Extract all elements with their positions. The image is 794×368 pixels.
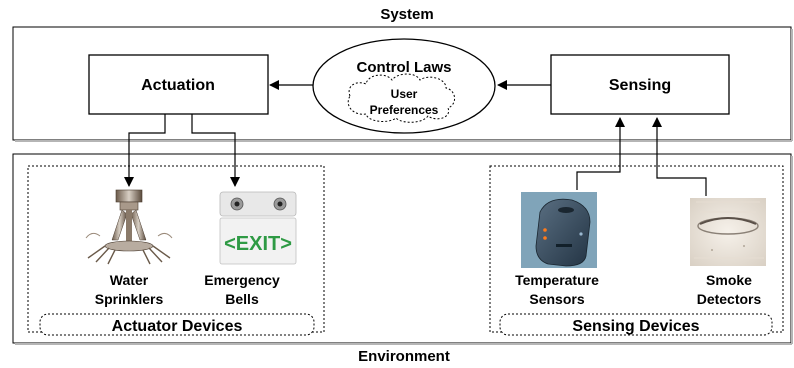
temperature-sensors-line1: Temperature (515, 272, 599, 288)
actuator-devices-label: Actuator Devices (112, 318, 243, 335)
environment-label: Environment (358, 348, 450, 365)
sensing-label: Sensing (609, 77, 671, 94)
arrow-smoke-to-sensing (652, 117, 707, 196)
user-preferences-cloud (347, 73, 455, 123)
actuator-devices-label-box (39, 313, 315, 336)
temperature-sensor-icon (521, 192, 597, 268)
user-preferences-line1: User (391, 87, 418, 101)
sensing-box (550, 54, 730, 115)
actuation-label: Actuation (141, 77, 215, 94)
water-sprinklers-line2: Sprinklers (95, 291, 164, 307)
actuation-box (88, 54, 269, 115)
emergency-bells-line1: Emergency (204, 272, 280, 288)
smoke-detectors-line1: Smoke (706, 272, 752, 288)
arrow-actuation-to-sprinklers (124, 114, 166, 187)
arrow-actuation-to-bells (191, 114, 240, 187)
control-laws-label: Control Laws (356, 59, 451, 76)
emergency-bells-line2: Bells (225, 291, 259, 307)
user-preferences-line2: Preferences (370, 103, 439, 117)
water-sprinklers-line1: Water (110, 272, 149, 288)
water-sprinkler-icon (85, 189, 173, 265)
emergency-exit-sign-icon: <EXIT> (219, 191, 297, 265)
arrow-temperature-to-sensing (576, 117, 625, 190)
temperature-sensors-line2: Sensors (529, 291, 584, 307)
system-label: System (380, 6, 433, 23)
smoke-detector-icon (690, 198, 766, 266)
exit-sign-text: <EXIT> (224, 233, 292, 255)
sensing-devices-label-box (499, 313, 773, 336)
sensing-devices-label: Sensing Devices (572, 318, 699, 335)
smoke-detectors-line2: Detectors (697, 291, 762, 307)
